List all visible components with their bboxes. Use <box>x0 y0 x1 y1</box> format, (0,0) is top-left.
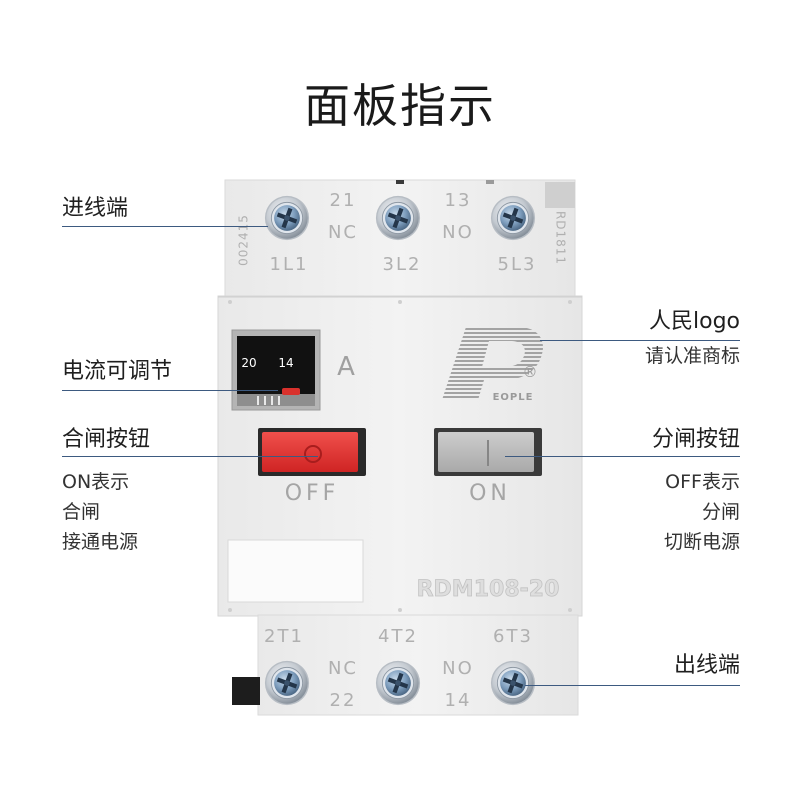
callout-open-button-label: 分闸按钮 <box>651 427 740 452</box>
brand-logo: ® EOPLE <box>442 327 543 403</box>
aux-contact-number: 14 <box>445 690 472 711</box>
current-unit: A <box>337 352 355 382</box>
aux-contact-type: NC <box>328 658 358 679</box>
terminal-screw-4T2 <box>375 660 421 706</box>
callout-inlet-label: 进线端 <box>62 196 129 221</box>
callout-close-note: ON表示 <box>62 471 130 493</box>
terminal-label: 4T2 <box>378 626 418 647</box>
callout-line-inlet <box>62 226 268 227</box>
aux-contact-type: NC <box>328 222 358 243</box>
dial-scale-mark: 14 <box>278 356 293 370</box>
terminal-label: 2T1 <box>264 626 304 647</box>
callout-line-close-button <box>62 456 318 457</box>
off-label: OFF <box>285 481 340 506</box>
aux-contact-type: NO <box>442 222 474 243</box>
terminal-screw-3L2 <box>375 195 421 241</box>
dial-scale-mark: 20 <box>241 356 256 370</box>
callout-line-brand-logo <box>540 340 740 341</box>
top-terminal-block: 21 NC 13 NO 1L1 3L2 5L3 002415 RD1811 <box>224 179 576 301</box>
gray-on-button <box>434 428 542 476</box>
aux-contact-number: 13 <box>445 190 472 211</box>
blank-label-plate <box>227 539 364 603</box>
callout-line-open-button <box>505 456 740 457</box>
aux-contact-number: 22 <box>330 690 357 711</box>
callout-brand-logo-label: 人民logo <box>649 309 740 334</box>
on-label: ON <box>469 481 511 506</box>
terminal-label: 6T3 <box>493 626 533 647</box>
terminal-label: 1L1 <box>270 254 309 275</box>
terminal-screw-2T1 <box>264 660 310 706</box>
terminal-screw-5L3 <box>490 195 536 241</box>
callout-brand-logo-note: 请认准商标 <box>644 345 740 367</box>
registered-mark: ® <box>523 363 538 381</box>
right-serial-code: RD1811 <box>554 211 568 265</box>
terminal-screw-1L1 <box>264 195 310 241</box>
callout-current-adjust-label: 电流可调节 <box>62 359 173 384</box>
callout-close-button-label: 合闸按钮 <box>62 427 151 452</box>
current-dial-window: 20 14 <box>231 329 321 411</box>
red-off-button <box>258 428 366 476</box>
terminal-label: 5L3 <box>498 254 537 275</box>
callout-close-note: 接通电源 <box>62 531 139 553</box>
callout-open-note: 分闸 <box>701 501 740 523</box>
aux-contact-type: NO <box>442 658 474 679</box>
callout-line-outlet <box>525 685 740 686</box>
callout-open-note: 切断电源 <box>663 531 740 553</box>
callout-outlet-label: 出线端 <box>673 653 740 678</box>
terminal-label: 3L2 <box>383 254 422 275</box>
page-title: 面板指示 <box>304 79 496 133</box>
left-serial-code: 002415 <box>237 214 251 266</box>
callout-close-note: 合闸 <box>62 501 101 523</box>
model-number: RDM108-20 <box>417 577 560 602</box>
callout-line-current-adjust <box>62 390 278 391</box>
dial-pointer <box>282 388 300 395</box>
bottom-terminal-block: 2T1 4T2 6T3 NC 22 NO 14 <box>232 614 579 716</box>
aux-contact-number: 21 <box>330 190 357 211</box>
callout-open-note: OFF表示 <box>665 471 740 493</box>
terminal-screw-6T3 <box>490 660 536 706</box>
logo-wordmark: EOPLE <box>493 392 534 403</box>
